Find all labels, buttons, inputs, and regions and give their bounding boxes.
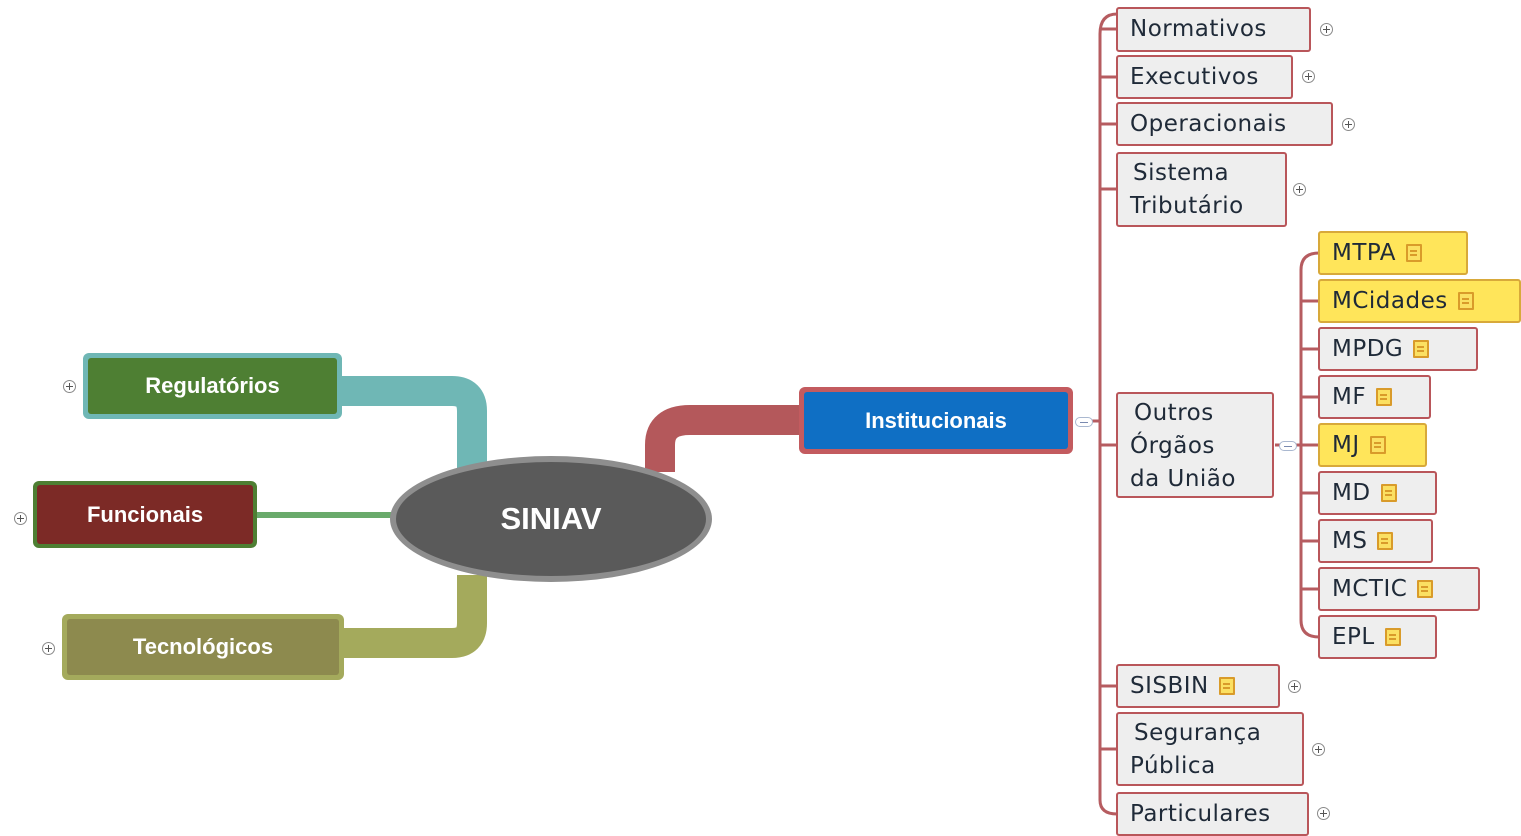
note-icon[interactable] <box>1380 484 1397 502</box>
topic-epl-label: EPL <box>1332 623 1375 650</box>
topic-ms[interactable]: MS <box>1318 519 1433 563</box>
note-icon[interactable] <box>1413 340 1430 358</box>
topic-mf-label: MF <box>1332 383 1367 410</box>
topic-mj-label: MJ <box>1332 431 1360 458</box>
topic-mf[interactable]: MF <box>1318 375 1431 419</box>
note-icon[interactable] <box>1218 677 1235 695</box>
topic-operacionais-label: Operacionais <box>1130 110 1287 137</box>
topic-institucionais[interactable]: Institucionais <box>799 387 1073 454</box>
expand-plus-icon[interactable] <box>1293 183 1306 196</box>
topic-mctic-label: MCTIC <box>1332 575 1408 602</box>
topic-seguranca-publica-line2: Pública <box>1130 753 1216 779</box>
collapse-minus-icon[interactable] <box>1075 417 1093 427</box>
topic-sisbin[interactable]: SISBIN <box>1116 664 1280 708</box>
expand-plus-icon[interactable] <box>1317 807 1330 820</box>
topic-mtpa-label: MTPA <box>1332 239 1397 266</box>
note-icon[interactable] <box>1377 532 1394 550</box>
topic-mctic[interactable]: MCTIC <box>1318 567 1480 611</box>
central-topic-siniav[interactable]: SINIAV <box>390 456 712 582</box>
topic-tecnologicos-label: Tecnológicos <box>132 634 274 659</box>
collapse-minus-icon[interactable] <box>1279 441 1297 451</box>
topic-executivos[interactable]: Executivos <box>1116 55 1293 99</box>
expand-plus-icon[interactable] <box>14 512 27 525</box>
topic-funcionais[interactable]: Funcionais <box>33 481 257 548</box>
topic-outros-orgaos-line3: da União <box>1130 466 1236 492</box>
note-icon[interactable] <box>1384 628 1401 646</box>
expand-plus-icon[interactable] <box>42 642 55 655</box>
topic-seguranca-publica-line1: Segurança <box>1134 720 1262 746</box>
topic-outros-orgaos-line2: Órgãos <box>1130 433 1215 459</box>
topic-institucionais-label: Institucionais <box>865 407 1007 433</box>
topic-executivos-label: Executivos <box>1130 63 1259 90</box>
topic-sistema-tributario-line2: Tributário <box>1130 193 1244 219</box>
topic-particulares[interactable]: Particulares <box>1116 792 1309 836</box>
expand-plus-icon[interactable] <box>1302 70 1315 83</box>
topic-mpdg-label: MPDG <box>1332 335 1404 362</box>
topic-ms-label: MS <box>1332 527 1368 554</box>
note-icon[interactable] <box>1457 292 1474 310</box>
topic-mcidades-label: MCidades <box>1332 287 1448 314</box>
note-icon[interactable] <box>1406 244 1423 262</box>
expand-plus-icon[interactable] <box>1312 743 1325 756</box>
central-topic-label: SINIAV <box>500 501 602 536</box>
topic-mtpa[interactable]: MTPA <box>1318 231 1468 275</box>
topic-normativos-label: Normativos <box>1130 16 1267 42</box>
note-icon[interactable] <box>1417 580 1434 598</box>
link-tecnologicos <box>340 575 487 658</box>
note-icon[interactable] <box>1376 388 1393 406</box>
topic-epl[interactable]: EPL <box>1318 615 1437 659</box>
topic-sisbin-label: SISBIN <box>1130 672 1209 699</box>
expand-plus-icon[interactable] <box>63 380 76 393</box>
topic-normativos[interactable]: Normativos <box>1116 7 1311 52</box>
topic-md-label: MD <box>1332 479 1371 506</box>
topic-operacionais[interactable]: Operacionais <box>1116 102 1333 146</box>
topic-funcionais-label: Funcionais <box>86 501 204 527</box>
topic-mj[interactable]: MJ <box>1318 423 1427 467</box>
expand-plus-icon[interactable] <box>1320 23 1333 36</box>
expand-plus-icon[interactable] <box>1288 680 1301 693</box>
topic-mcidades[interactable]: MCidades <box>1318 279 1521 323</box>
topic-md[interactable]: MD <box>1318 471 1437 515</box>
topic-mpdg[interactable]: MPDG <box>1318 327 1478 371</box>
topic-regulatorios-label: Regulatórios <box>145 373 280 398</box>
link-institucionais <box>645 405 802 472</box>
expand-plus-icon[interactable] <box>1342 118 1355 131</box>
topic-particulares-label: Particulares <box>1130 800 1271 827</box>
topic-sistema-tributario-line1: Sistema <box>1133 160 1230 186</box>
note-icon[interactable] <box>1369 436 1386 454</box>
link-regulatorios <box>340 376 487 470</box>
topic-outros-orgaos-line1: Outros <box>1134 400 1214 426</box>
spine-institucionais <box>1076 12 1118 816</box>
topic-regulatorios[interactable]: Regulatórios <box>83 353 342 419</box>
topic-tecnologicos[interactable]: Tecnológicos <box>62 614 344 680</box>
